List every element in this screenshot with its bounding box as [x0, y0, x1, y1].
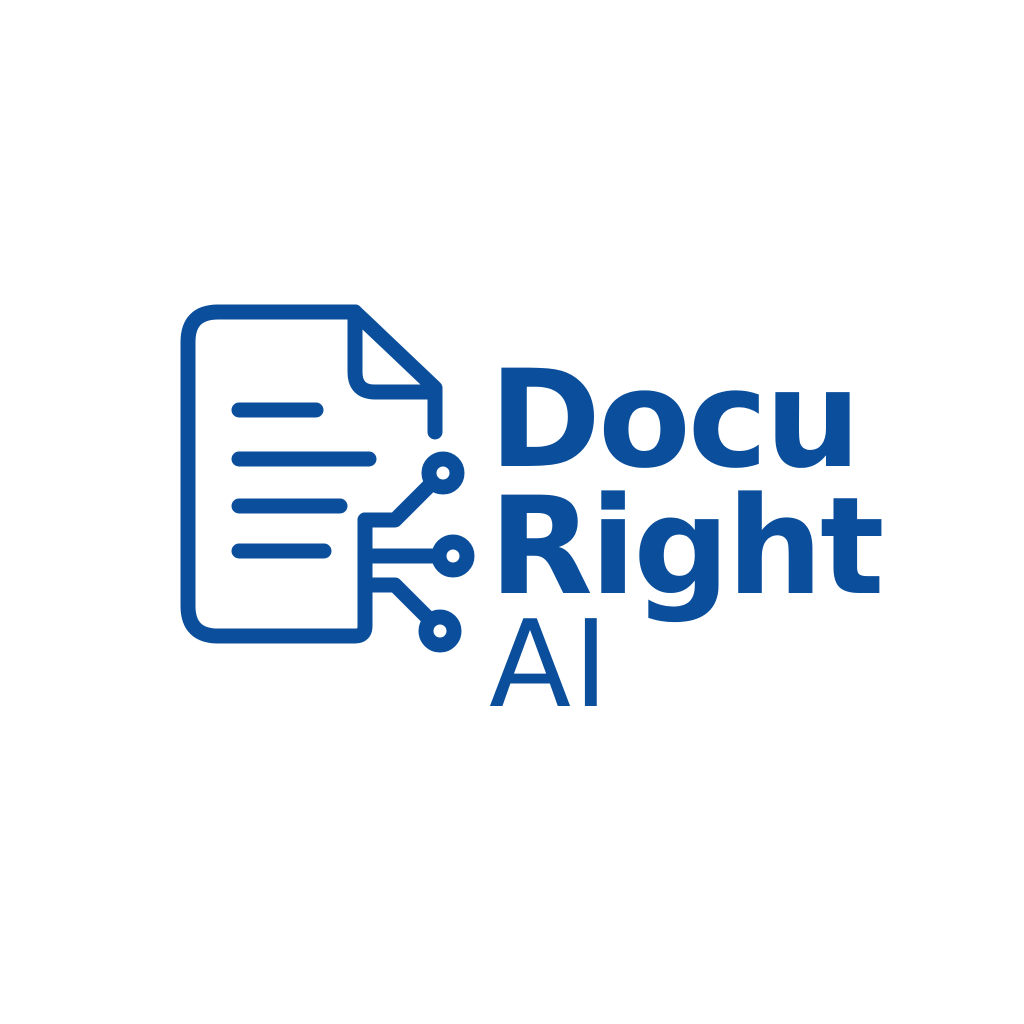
node-top — [421, 451, 465, 495]
brand-word-right: Right — [489, 468, 885, 625]
circuit-nodes-icon — [357, 451, 475, 653]
node-bottom — [418, 609, 462, 653]
document-outline — [180, 304, 443, 644]
brand-word-docu: Docu — [489, 341, 861, 498]
brand-word-ai: AI — [489, 596, 611, 735]
document-fold — [347, 304, 443, 400]
wordmark: Docu Right AI — [489, 352, 909, 733]
node-middle — [431, 534, 475, 578]
